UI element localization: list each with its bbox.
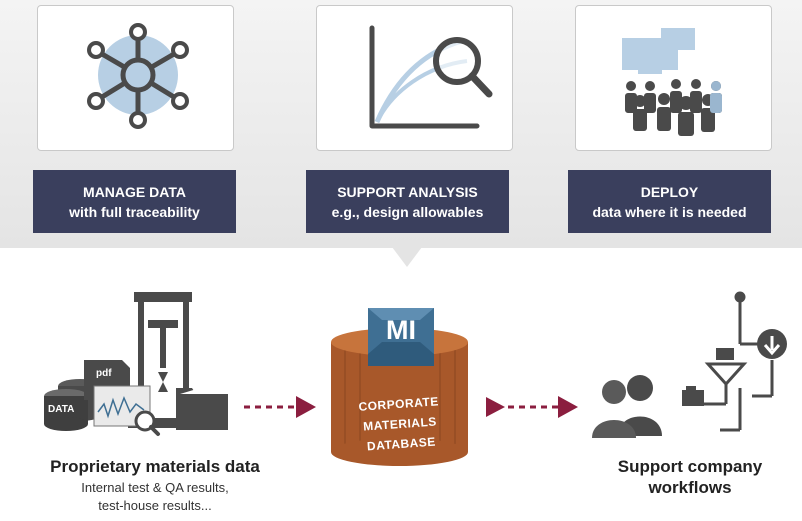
pdf-label: pdf [96, 368, 112, 379]
right-title-line: workflows [648, 478, 732, 497]
left-subtitle-line: test-house results... [98, 498, 212, 513]
card-support-analysis [316, 5, 513, 151]
magnifier-icon [134, 410, 160, 436]
left-title: Proprietary materials data [50, 457, 260, 476]
arrow-left-to-db [244, 396, 316, 418]
folder-icon [176, 388, 228, 430]
users-pair-icon [592, 375, 662, 438]
caption-deploy: DEPLOY data where it is needed [568, 170, 771, 233]
left-subtitle-line: Internal test & QA results, [81, 480, 229, 495]
data-label: DATA [48, 404, 75, 415]
curve-magnifier-icon [369, 25, 493, 129]
caption-subtitle: with full traceability [69, 203, 200, 220]
hopper-icon [716, 348, 734, 360]
caption-subtitle: e.g., design allowables [331, 203, 484, 220]
caption-title: DEPLOY [640, 183, 699, 200]
workflow-schematic-icon [702, 291, 774, 432]
small-folder-icon [682, 386, 704, 406]
users-screens-icon [622, 28, 722, 136]
caption-support-analysis: SUPPORT ANALYSIS e.g., design allowables [306, 170, 509, 233]
left-subtitle: Internal test & QA results, test-house r… [10, 479, 300, 515]
band-pointer [392, 247, 422, 267]
network-hub-icon [87, 23, 189, 129]
test-machine-icon [128, 292, 198, 428]
caption-subtitle: data where it is needed [592, 203, 747, 220]
mi-badge [368, 308, 434, 366]
data-drum-icon [44, 379, 102, 431]
caption-manage-data: MANAGE DATA with full traceability [33, 170, 236, 233]
download-circle-icon [757, 329, 787, 359]
card-manage-data [37, 5, 234, 151]
right-title: Support company workflows [585, 456, 795, 498]
card-deploy [575, 5, 772, 151]
database-label: CORPORATE MATERIALS DATABASE [338, 390, 462, 458]
arrow-db-to-right [486, 396, 578, 418]
mi-badge-label: MI [386, 315, 416, 345]
right-title-line: Support company [617, 457, 763, 476]
caption-title: MANAGE DATA [83, 183, 186, 200]
caption-title: SUPPORT ANALYSIS [337, 183, 478, 200]
